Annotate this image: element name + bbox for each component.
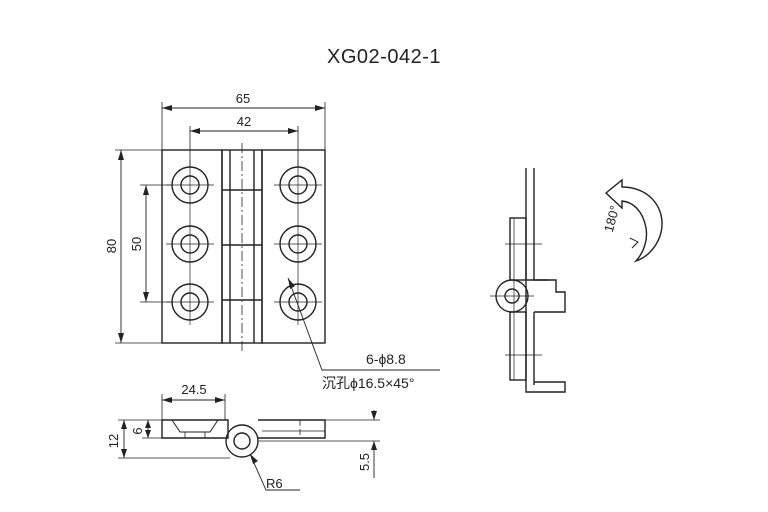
rotation-label: 180° — [601, 204, 622, 234]
countersink-callout: 沉孔ϕ16.5×45° — [322, 375, 414, 391]
dim-width-overall: 65 — [236, 91, 250, 106]
dim-thickness-leaf: 6 — [130, 427, 145, 434]
drawing-title: XG02-042-1 — [327, 46, 441, 68]
hole-callout: 6-ϕ8.8 — [366, 351, 406, 367]
dim-hole-spacing-x: 42 — [237, 114, 251, 129]
front-view — [115, 102, 440, 371]
side-view — [490, 168, 566, 393]
dim-hole-spacing-y: 50 — [129, 237, 144, 251]
dim-thickness-total: 12 — [106, 434, 121, 448]
dim-pin-radius: R6 — [266, 476, 283, 491]
bottom-view — [118, 394, 380, 491]
pin-knuckle — [225, 424, 259, 458]
dim-hole-offset: 24.5 — [181, 382, 206, 397]
pin — [233, 432, 251, 450]
rotation-arrow-icon — [604, 178, 663, 263]
dim-pin-offset: 5.5 — [357, 453, 372, 471]
dim-height-overall: 80 — [104, 239, 119, 253]
left-leaf — [161, 149, 223, 344]
